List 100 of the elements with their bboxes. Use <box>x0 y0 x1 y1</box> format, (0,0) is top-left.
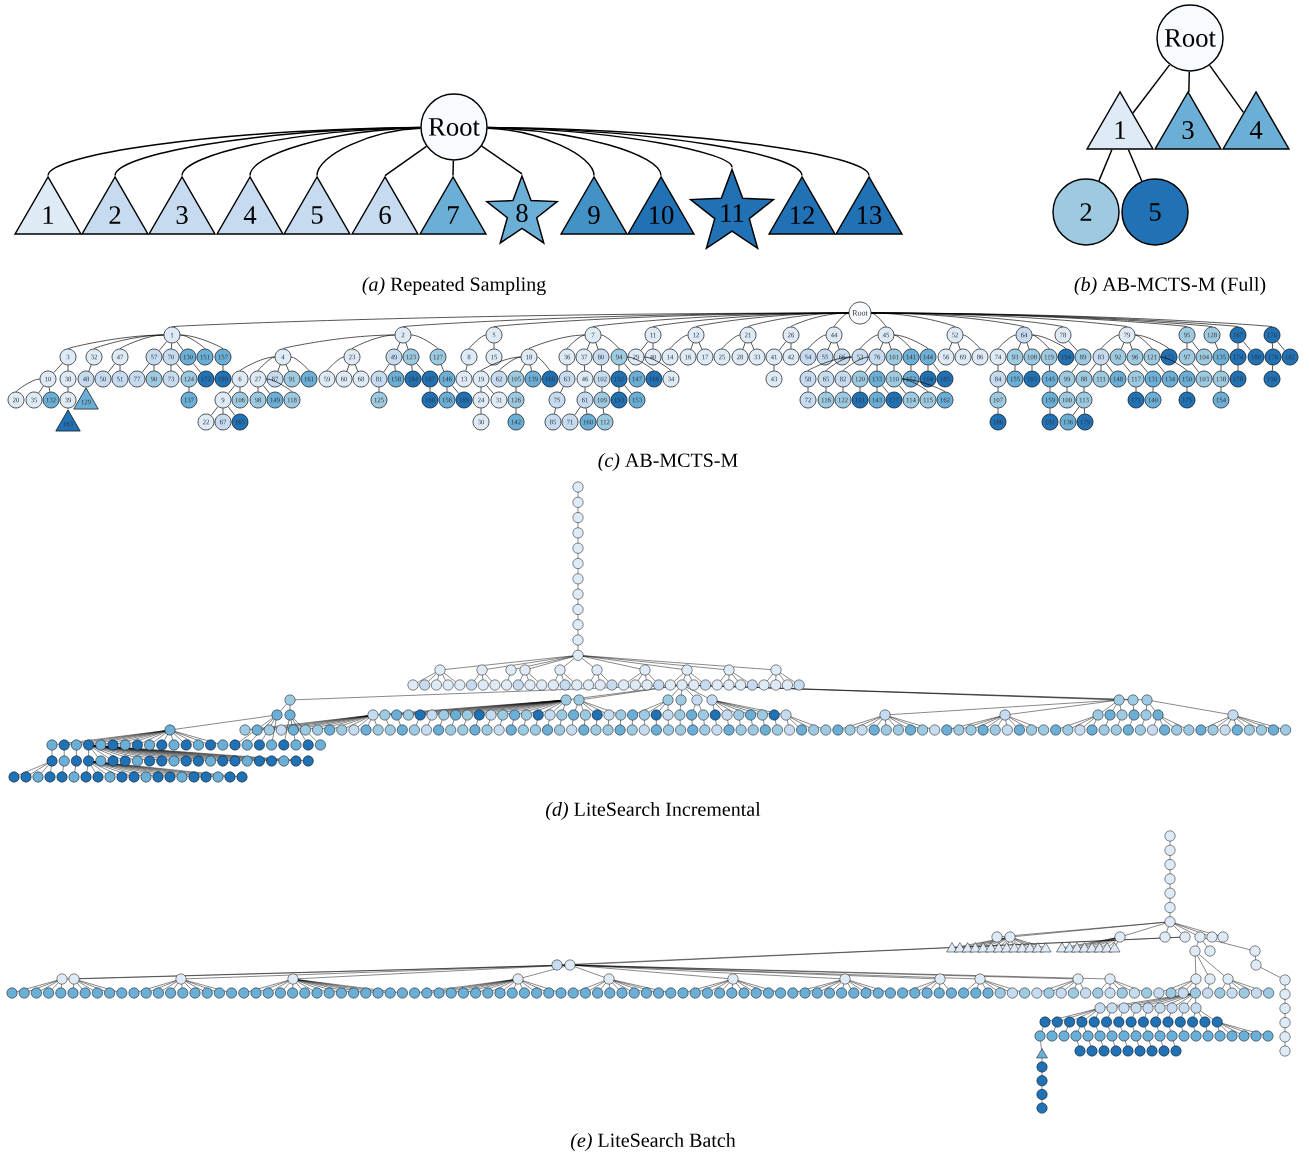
tree-edge <box>107 363 116 373</box>
tree-edge <box>1127 149 1143 182</box>
tree-edge <box>618 365 620 371</box>
tree-edge <box>1049 408 1051 414</box>
tree-edge <box>1071 363 1079 373</box>
tree-edge <box>584 365 585 371</box>
tree-edge <box>480 387 482 392</box>
tree-edge <box>316 127 422 177</box>
tree-edge <box>640 341 649 351</box>
tree-edge <box>566 365 568 371</box>
tree-edge <box>1152 387 1154 392</box>
tree-edge <box>644 356 672 371</box>
tree-edge <box>15 378 40 392</box>
tree-edge <box>1156 363 1166 373</box>
tree-edge <box>888 342 892 350</box>
tree-edge <box>451 385 460 394</box>
circle-node: Root <box>1156 4 1224 72</box>
tree-edge <box>574 406 581 416</box>
tree-edge <box>93 334 164 349</box>
caption: (d) LiteSearch Incremental <box>546 801 761 821</box>
circle-node: 5 <box>1121 178 1189 246</box>
tree-edge <box>67 408 69 410</box>
tree-edge <box>893 365 895 371</box>
tree-edge <box>1066 387 1068 392</box>
tree-edge <box>1100 334 1119 349</box>
circle-node: Root <box>420 93 488 161</box>
tree-edge <box>1186 343 1188 349</box>
tree-edge <box>876 365 878 371</box>
tree-edge <box>515 387 517 392</box>
circle-node: Root <box>848 301 872 325</box>
tree-edge <box>859 334 878 349</box>
tree-edge <box>411 364 413 372</box>
tree-edge <box>997 365 999 371</box>
tree-edge <box>1272 343 1273 349</box>
tree-edge <box>1186 387 1188 392</box>
tree-edge <box>790 312 849 327</box>
tree-edge <box>515 408 517 414</box>
caption: (e) LiteSearch Batch <box>571 1132 736 1152</box>
tree-edge <box>1120 342 1125 350</box>
tree-edge <box>192 363 202 373</box>
tree-edge <box>480 408 482 414</box>
tree-edge <box>742 342 746 350</box>
tree-edge <box>188 387 190 392</box>
tree-edge <box>1135 387 1137 392</box>
tree-edge <box>842 356 869 371</box>
tree-edge <box>346 364 350 372</box>
tree-edge <box>623 363 633 373</box>
tree-edge <box>1135 334 1153 349</box>
tree-edge <box>222 408 224 414</box>
tree-edge <box>493 343 495 349</box>
tree-edge <box>554 407 556 415</box>
tree-edge <box>1135 334 1170 349</box>
tree-edge <box>948 342 953 350</box>
tree-edge <box>1031 365 1033 371</box>
tree-edge <box>1188 71 1190 93</box>
tree-edge <box>171 343 172 349</box>
tree-edge <box>595 342 599 350</box>
tree-edge <box>67 387 69 392</box>
tree-edge <box>519 363 526 373</box>
tree-edge <box>480 356 521 371</box>
tree-edge <box>394 364 396 372</box>
tree-edge <box>528 334 585 349</box>
tree-edge <box>153 365 155 371</box>
tree-edge <box>627 356 655 371</box>
tree-edge <box>277 364 281 372</box>
tree-edge <box>378 387 380 392</box>
tree-edge <box>879 342 884 350</box>
tree-edge <box>1160 356 1188 371</box>
tree-edge <box>119 334 164 349</box>
tree-edge <box>38 385 44 394</box>
tree-edge <box>262 385 271 394</box>
tree-edge <box>910 365 912 371</box>
caption: (a) Repeated Sampling <box>362 276 546 296</box>
tree-edge <box>180 334 224 349</box>
tree-edge <box>1139 363 1149 373</box>
tree-edge <box>158 341 168 351</box>
tree-edge <box>239 356 275 371</box>
tree-edge <box>1017 342 1022 350</box>
tree-edge <box>210 406 219 416</box>
tree-edge <box>871 312 887 327</box>
tree-edge <box>405 342 409 350</box>
tree-edge <box>586 342 591 350</box>
tree-edge <box>227 406 236 416</box>
tree-edge <box>1026 342 1030 350</box>
tree-edge <box>584 387 586 392</box>
tree-edge <box>446 387 448 392</box>
tree-edge <box>487 127 662 177</box>
tree-edge <box>807 334 826 349</box>
tree-edge <box>257 387 259 392</box>
tree-edge <box>1088 363 1097 373</box>
tree-edge <box>585 407 588 415</box>
tree-edge <box>698 342 703 350</box>
tree-edge <box>833 312 849 327</box>
tree-edge <box>894 334 929 349</box>
tree-edge <box>176 341 184 351</box>
tree-edge <box>411 334 439 349</box>
tree-edge <box>1237 365 1239 371</box>
tree-edge <box>624 385 632 394</box>
tree-edge <box>1032 334 1050 349</box>
tree-edge <box>807 356 852 371</box>
